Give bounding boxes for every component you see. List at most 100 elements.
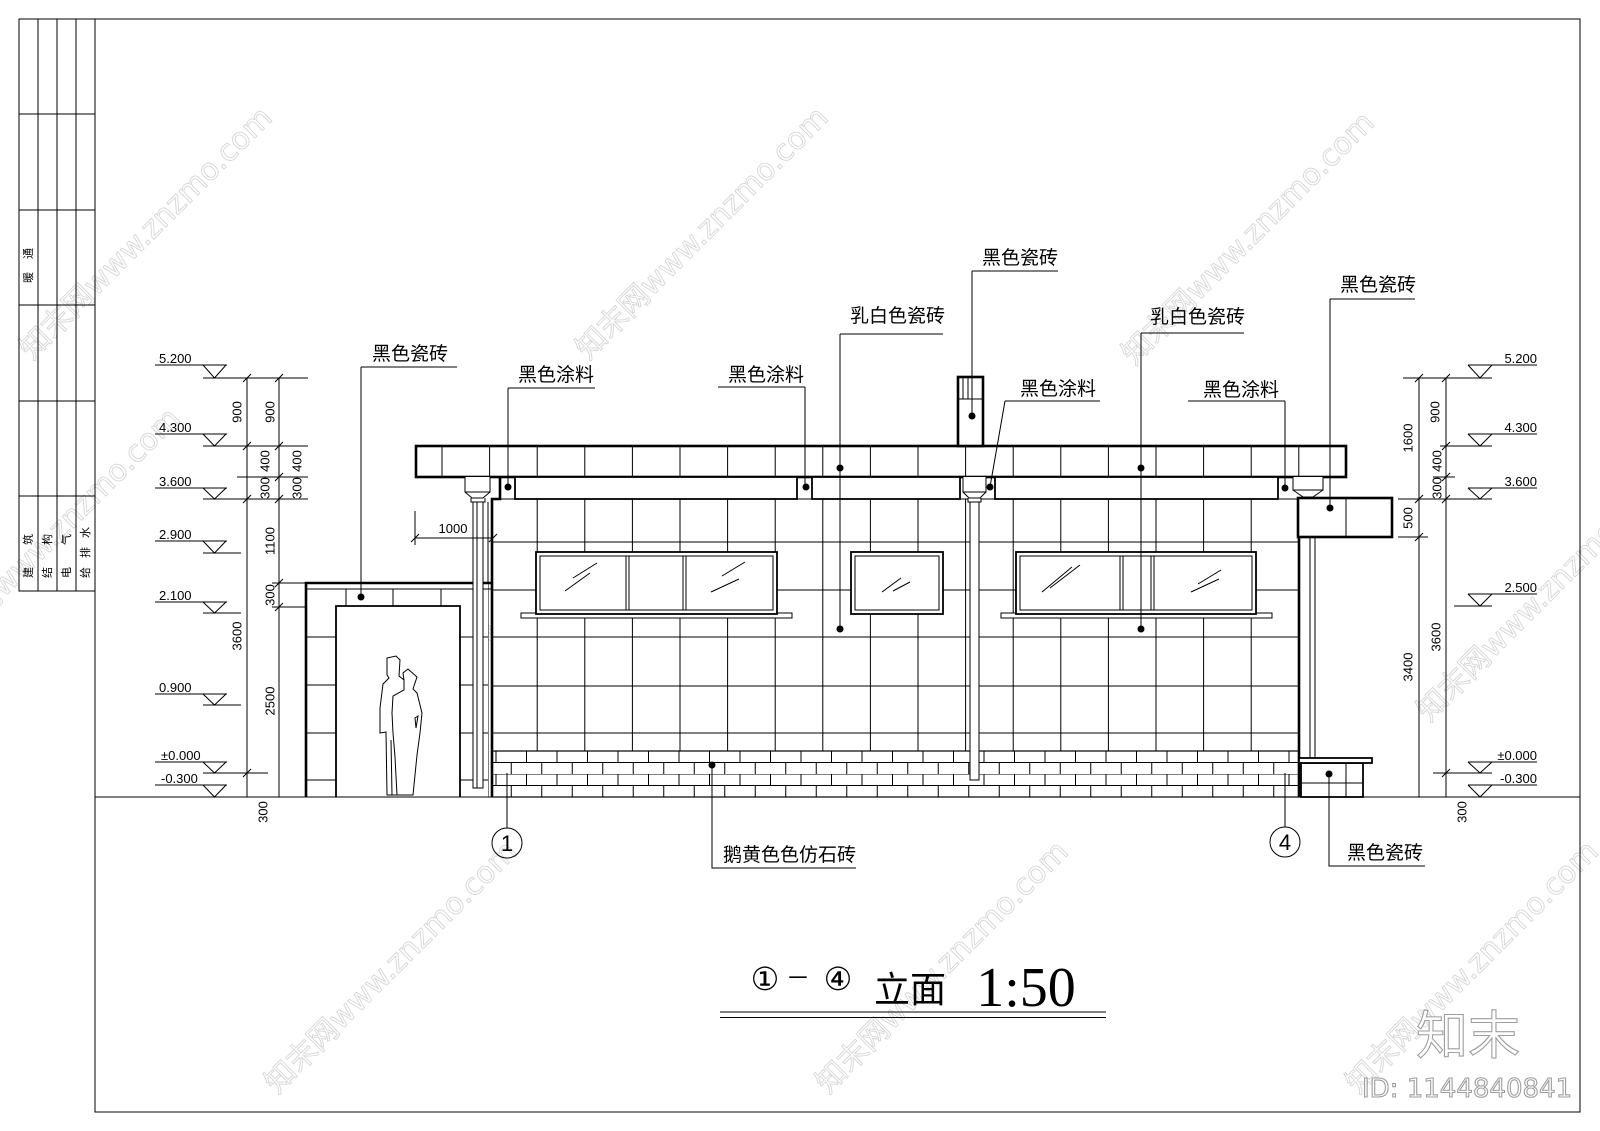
gutter-head-right xyxy=(1292,477,1324,498)
level-label: 4.300 xyxy=(1504,420,1537,435)
callout-leader xyxy=(839,333,943,629)
grid-axes: 1 4 xyxy=(491,773,1301,859)
callout-leader xyxy=(1328,774,1425,867)
window-inner-frame xyxy=(854,555,940,611)
dimension-value: 300 xyxy=(256,801,271,823)
person-hand-line xyxy=(414,714,419,729)
entrance-portal xyxy=(304,581,492,797)
left-level-markers: 5.200 4.300 3.600 2.900 2.100 0.900 ±0.0… xyxy=(155,351,308,798)
title-axis-to: ④ xyxy=(824,960,853,998)
callout-label: 黑色涂料 xyxy=(1020,378,1096,400)
level-symbols xyxy=(155,364,308,798)
brand-logo: 知末 xyxy=(1416,1007,1520,1067)
title-block-architecture: 建筑 xyxy=(21,512,35,578)
dimension-value: 900 xyxy=(230,401,245,423)
title-block-grid xyxy=(19,19,95,591)
dimension-value: 3600 xyxy=(230,622,245,651)
callout-label: 黑色瓷砖 xyxy=(1340,274,1416,296)
dimension-lines xyxy=(410,511,498,545)
callout-leader xyxy=(1188,400,1286,488)
axis-bubble-icon xyxy=(1269,826,1301,858)
rainwater-pipe-left xyxy=(464,477,491,789)
callout-label: 黑色瓷砖 xyxy=(372,343,448,365)
callout-dot-icon xyxy=(968,412,976,420)
dimension-value: 500 xyxy=(1401,507,1416,529)
callout-label: 黑色涂料 xyxy=(728,364,804,386)
fascia-band xyxy=(811,476,961,500)
door-opening xyxy=(335,605,461,797)
fascia-band xyxy=(994,476,1279,500)
level-label: -0.300 xyxy=(161,771,198,786)
watermark-text: 知末网www.znzmo.com xyxy=(1410,462,1600,728)
watermark-text: 知末网www.znzmo.com xyxy=(569,100,835,366)
callout-leader xyxy=(971,270,1058,416)
right-dimension-chains: 1600 500 3400 900 400 300 3600 300 xyxy=(1398,373,1470,823)
drawing-title: ① － ④ 立面 1:50 xyxy=(720,957,1106,1019)
roof-tile-joints xyxy=(441,446,1300,477)
axis-bubble-icon xyxy=(491,827,523,859)
side-plinth xyxy=(1300,762,1364,798)
glass-reflection-icon xyxy=(1041,564,1222,593)
brand-id: ID: 1144840841 xyxy=(1362,1074,1572,1104)
callout-dot-icon xyxy=(1137,464,1145,472)
dimension-value: 400 xyxy=(258,450,273,472)
dimension-value: 900 xyxy=(1428,401,1443,423)
dimension-value: 900 xyxy=(263,401,278,423)
roof-slab xyxy=(414,444,1348,479)
dimension-value: 1000 xyxy=(439,521,468,536)
level-label: 2.500 xyxy=(1504,580,1537,595)
wall-tile-grid xyxy=(492,498,1299,751)
window-frame xyxy=(1015,551,1257,615)
callout-dot-icon xyxy=(357,593,365,601)
title-scale: 1:50 xyxy=(976,957,1076,1019)
level-label: ±0.000 xyxy=(161,748,201,763)
callout-leader xyxy=(360,366,457,597)
dimension-lines xyxy=(237,373,313,797)
watermark-text: 知末网www.znzmo.com xyxy=(1115,105,1381,371)
callout-label: 黑色瓷砖 xyxy=(982,247,1058,269)
callout-leader xyxy=(711,765,856,869)
level-label: ±0.000 xyxy=(1497,748,1537,763)
dimension-value: 300 xyxy=(258,477,273,499)
wall-left-edge xyxy=(490,477,502,797)
rainwater-pipe-middle xyxy=(962,477,987,781)
level-label: 0.900 xyxy=(159,680,192,695)
right-level-markers: 5.200 4.300 3.600 2.500 ±0.000 -0.300 xyxy=(1398,351,1537,798)
title-block-hvac: 暖通 xyxy=(22,235,35,283)
callout-dot-icon xyxy=(1281,484,1289,492)
dimension-value: 300 xyxy=(1430,477,1445,499)
callout-leader xyxy=(718,386,806,487)
fascia-band xyxy=(514,476,798,500)
dimension-value: 3600 xyxy=(1429,623,1444,652)
window-left xyxy=(520,551,793,619)
dimension-value: 1600 xyxy=(1401,424,1416,453)
main-wall xyxy=(492,499,1299,751)
title-view-name: 立面 xyxy=(874,970,946,1011)
dimension-value: 300 xyxy=(263,584,278,606)
downpipe xyxy=(969,501,980,781)
window-right xyxy=(1000,551,1273,619)
callout-dot-icon xyxy=(986,483,994,491)
side-canopy xyxy=(1296,496,1394,539)
callout-dot-icon xyxy=(1326,504,1334,512)
person-leg-line xyxy=(390,739,393,796)
window-mullions xyxy=(625,556,687,610)
dimension-value: 300 xyxy=(1455,801,1470,823)
downpipe xyxy=(472,501,484,789)
level-label: -0.300 xyxy=(1500,771,1537,786)
dimension-value: 2500 xyxy=(263,687,278,716)
callout-dot-icon xyxy=(1325,770,1333,778)
window-frame xyxy=(535,551,778,615)
glass-reflection-icon xyxy=(564,561,746,593)
sheet-frame xyxy=(94,18,1581,1113)
watermark-text: 知末网www.znzmo.com xyxy=(13,100,279,366)
portal-outline xyxy=(304,581,492,797)
level-label: 4.300 xyxy=(159,420,192,435)
level-label: 5.200 xyxy=(159,351,192,366)
callout-dot-icon xyxy=(802,483,810,491)
side-column xyxy=(1309,537,1316,758)
dimension-value: 400 xyxy=(290,450,305,472)
title-block-electrical: 电气 xyxy=(59,512,73,578)
plinth-joints xyxy=(1301,763,1363,797)
title-block-structure: 结构 xyxy=(40,512,54,578)
